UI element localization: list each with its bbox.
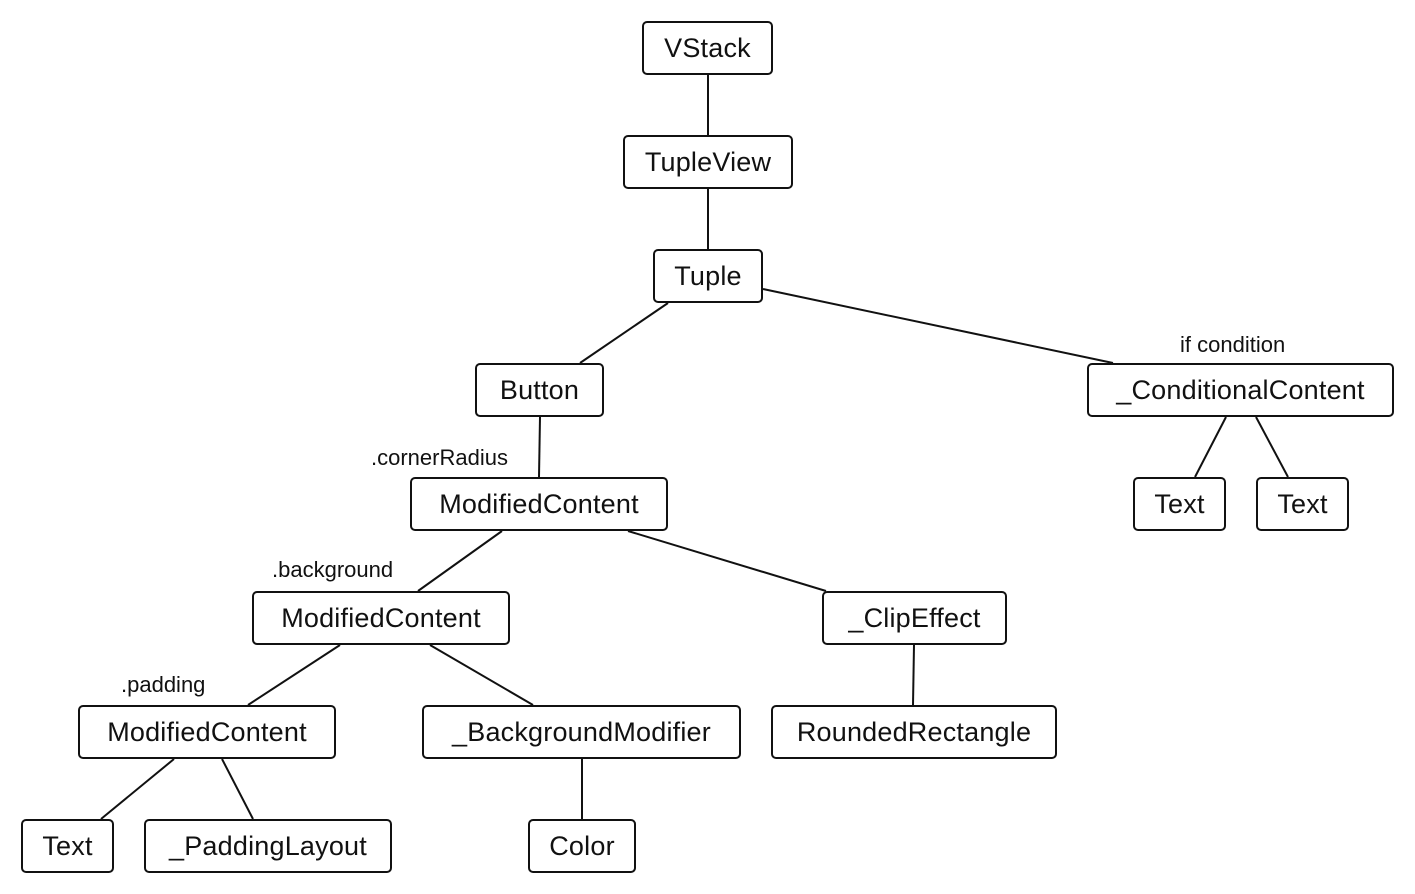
background-modifier-node: _BackgroundModifier	[422, 705, 741, 759]
tupleview-node: TupleView	[623, 135, 793, 189]
conditional-content-node: _ConditionalContent	[1087, 363, 1394, 417]
padding-layout-node: _PaddingLayout	[144, 819, 392, 873]
edge-tuple-to-button	[579, 302, 669, 364]
edge-clip-effect-to-rounded-rectangle	[912, 644, 915, 706]
conditional-text-node-1: Text	[1133, 477, 1226, 531]
edge-modified-1-to-modified-2	[417, 530, 503, 592]
conditional-text-node-2: Text	[1256, 477, 1349, 531]
vstack-node: VStack	[642, 21, 773, 75]
padding-annotation: .padding	[121, 672, 206, 697]
button-node: Button	[475, 363, 604, 417]
tuple-node: Tuple	[653, 249, 763, 303]
text-node: Text	[21, 819, 114, 873]
if-condition-annotation: if condition	[1180, 332, 1286, 357]
edge-conditional-to-cond-text-2	[1255, 416, 1289, 478]
edge-modified-2-to-modified-3	[247, 644, 341, 706]
edge-conditional-to-cond-text-1	[1194, 416, 1227, 478]
modified-content-node-corner-radius: ModifiedContent	[410, 477, 668, 531]
edge-modified-1-to-clip-effect	[627, 530, 827, 592]
edge-modified-2-to-background-modifier	[429, 644, 534, 706]
modified-content-node-background: ModifiedContent	[252, 591, 510, 645]
background-annotation: .background	[272, 557, 394, 582]
modified-content-node-padding: ModifiedContent	[78, 705, 336, 759]
edge-button-to-modified-1	[538, 416, 541, 478]
edge-modified-3-to-padding-layout	[221, 758, 254, 820]
edge-modified-3-to-text	[100, 758, 175, 820]
rounded-rectangle-node: RoundedRectangle	[771, 705, 1057, 759]
color-node: Color	[528, 819, 636, 873]
edge-tuple-to-conditional	[762, 288, 1114, 364]
clip-effect-node: _ClipEffect	[822, 591, 1007, 645]
corner-radius-annotation: .cornerRadius	[371, 445, 508, 470]
